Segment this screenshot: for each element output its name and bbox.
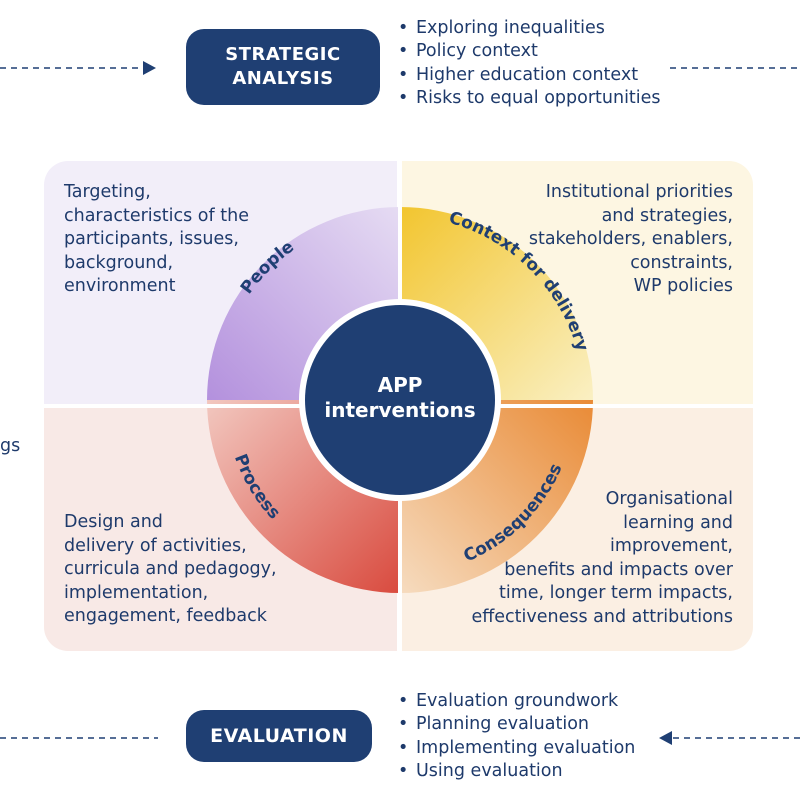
list-item: Planning evaluation [398, 713, 635, 737]
arrow-left-top-icon [0, 61, 156, 75]
people-description: Targeting, characteristics of the partic… [64, 182, 249, 297]
evaluation-list: Evaluation groundwork Planning evaluatio… [398, 690, 635, 783]
strategic-analysis-label-line1: STRATEGIC [225, 44, 341, 65]
strategic-analysis-label-line2: ANALYSIS [232, 68, 334, 89]
list-item: Implementing evaluation [398, 737, 635, 761]
list-item: Using evaluation [398, 760, 635, 784]
list-item: Higher education context [398, 64, 661, 88]
left-edge-text-fragment: gs [0, 436, 21, 456]
context-description: Institutional priorities and strategies,… [528, 182, 733, 297]
list-item: Policy context [398, 40, 661, 64]
list-item: Evaluation groundwork [398, 690, 635, 714]
arrow-right-bottom-icon [659, 731, 800, 745]
list-item: Risks to equal opportunities [398, 87, 661, 111]
list-item: Exploring inequalities [398, 17, 661, 41]
consequences-description: Organisational learning and improvement,… [471, 489, 733, 627]
process-description: Design and delivery of activities, curri… [64, 512, 277, 627]
strategic-analysis-list: Exploring inequalities Policy context Hi… [398, 17, 661, 110]
evaluation-label: EVALUATION [210, 725, 348, 747]
strategic-analysis-badge: STRATEGIC ANALYSIS [186, 29, 380, 105]
evaluation-badge: EVALUATION [186, 710, 372, 762]
